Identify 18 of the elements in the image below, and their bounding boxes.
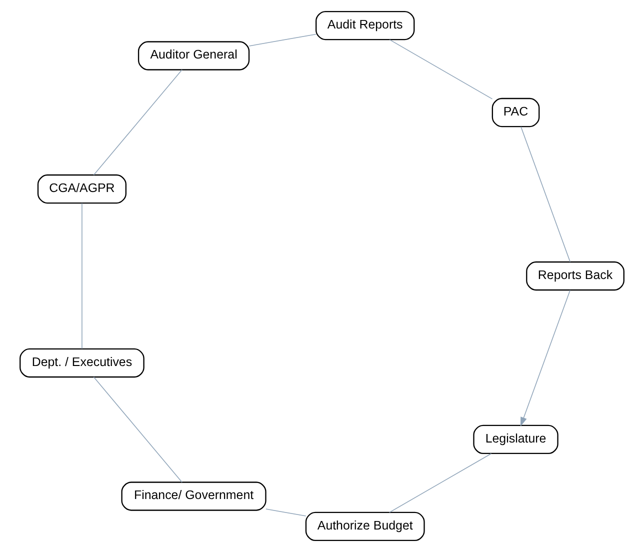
node-box: Reports Back	[526, 261, 624, 291]
arrow	[520, 290, 570, 426]
node-box: Legislature	[472, 424, 558, 454]
node-box: Authorize Budget	[304, 512, 424, 542]
connector	[520, 126, 570, 262]
connector	[388, 39, 492, 100]
connector	[265, 508, 306, 516]
connector	[248, 34, 316, 46]
node-box: CGA/AGPR	[36, 174, 126, 204]
connector	[92, 69, 182, 176]
node-box: Audit Reports	[315, 10, 414, 40]
connector	[92, 376, 182, 483]
node-box: Dept. / Executives	[19, 348, 144, 378]
connector	[388, 453, 492, 513]
node-box: Finance/ Government	[120, 482, 266, 511]
node-box: PAC	[491, 98, 540, 128]
connector	[81, 202, 82, 350]
node-box: Auditor General	[137, 41, 250, 70]
